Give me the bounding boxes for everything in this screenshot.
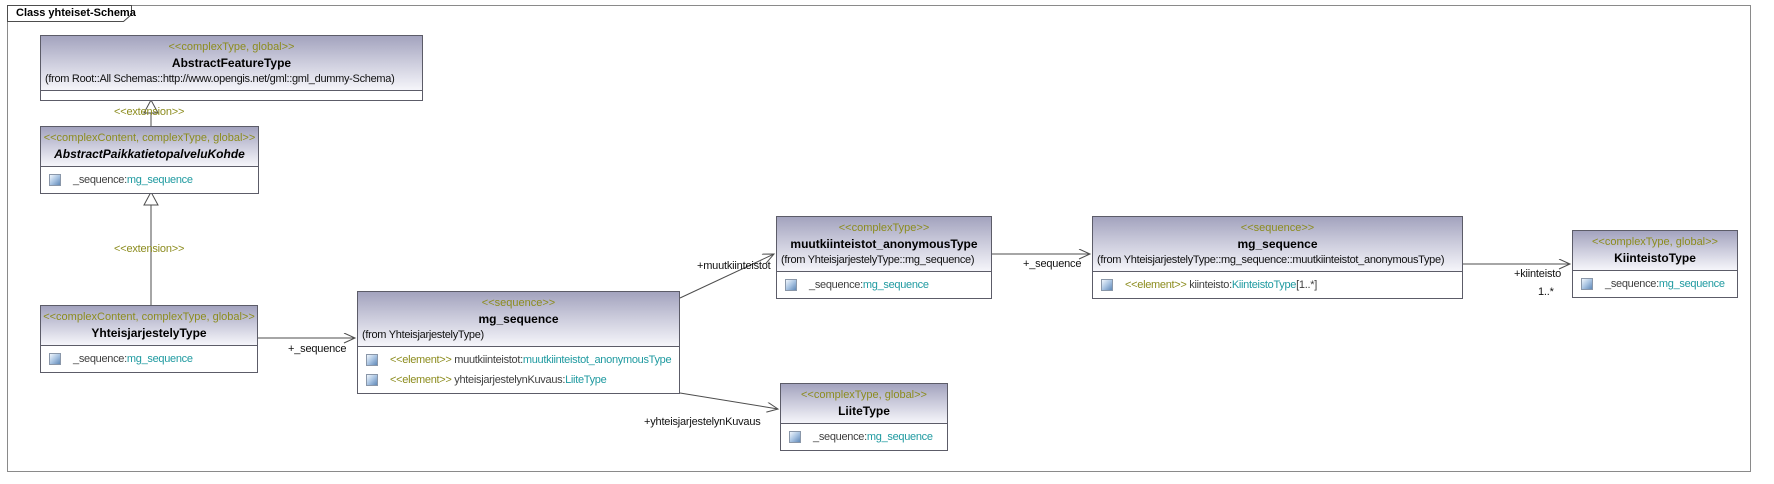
attribute-text: _sequence:mg_sequence (73, 353, 193, 365)
xsd-attribute-icon (1581, 278, 1593, 290)
attribute-row: _sequence:mg_sequence (777, 275, 991, 295)
edge-label-sequence-2: +_sequence (1023, 258, 1082, 270)
class-name: muutkiinteistot_anonymousType (790, 237, 978, 251)
attribute-row: _sequence:mg_sequence (781, 427, 947, 447)
xsd-attribute-icon (49, 353, 61, 365)
generalization-arrowhead-icon (143, 98, 159, 114)
edge-extension-1[interactable] (143, 98, 159, 126)
stereotype-label: <<sequence>> (481, 297, 556, 309)
attributes-compartment: _sequence:mg_sequence (781, 423, 947, 450)
class-name: LiiteType (838, 404, 890, 418)
xsd-attribute-icon (789, 431, 801, 443)
diagram-frame (7, 5, 1751, 472)
class-box-kiinteisto-type[interactable]: <<complexType, global>> KiinteistoType _… (1572, 230, 1738, 298)
attribute-text: _sequence:mg_sequence (1605, 278, 1725, 290)
from-label: (from Root::All Schemas::http://www.open… (45, 73, 395, 85)
edge-label-yhteisjarjestelynkuvaus: +yhteisjarjestelynKuvaus (644, 416, 761, 428)
class-name: mg_sequence (478, 312, 559, 326)
stereotype-label: <<complexType, global>> (801, 389, 927, 401)
attributes-compartment: _sequence:mg_sequence (41, 345, 257, 372)
edge-label-sequence-1: +_sequence (288, 343, 347, 355)
from-label: (from YhteisjarjestelyType) (362, 329, 484, 341)
xsd-attribute-icon (49, 174, 61, 186)
edge-label-extension-1: <<extension>> (114, 106, 185, 118)
class-name: mg_sequence (1237, 237, 1318, 251)
class-name: KiinteistoType (1614, 251, 1696, 265)
attribute-row: _sequence:mg_sequence (1573, 274, 1737, 294)
xsd-attribute-icon (785, 279, 797, 291)
attributes-compartment: _sequence:mg_sequence (41, 166, 258, 193)
attribute-row: _sequence:mg_sequence (41, 349, 257, 369)
diagram-title-tab (7, 5, 132, 22)
attribute-text: _sequence:mg_sequence (73, 174, 193, 186)
generalization-arrowhead-icon (143, 190, 159, 206)
xsd-attribute-icon (1101, 279, 1113, 291)
edge-label-kiinteisto: +kiinteisto (1514, 268, 1562, 280)
xsd-attribute-icon (366, 374, 378, 386)
edge-yhteisjarjestelynkuvaus[interactable] (679, 392, 778, 409)
stereotype-label: <<complexContent, complexType, global>> (43, 311, 255, 323)
attribute-row: _sequence:mg_sequence (41, 170, 258, 190)
class-box-muutkiinteistot-anonymous-type[interactable]: <<complexType>> muutkiinteistot_anonymou… (776, 216, 992, 299)
attribute-row: <<element>> yhteisjarjestelynKuvaus:Liit… (358, 370, 679, 390)
stereotype-label: <<complexType, global>> (1592, 236, 1718, 248)
from-label: (from YhteisjarjestelyType::mg_sequence:… (1097, 254, 1445, 266)
class-name: AbstractPaikkatietopalveluKohde (54, 147, 245, 161)
attributes-compartment: _sequence:mg_sequence (1573, 270, 1737, 297)
attribute-row: <<element>> kiinteisto:KiinteistoType[1.… (1093, 275, 1462, 295)
xsd-attribute-icon (366, 354, 378, 366)
edge-label-muutkiinteistot: +muutkiinteistot (697, 260, 771, 272)
attributes-compartment: _sequence:mg_sequence (777, 271, 991, 298)
attribute-text: <<element>> yhteisjarjestelynKuvaus:Liit… (390, 374, 607, 386)
edge-muutkiinteistot[interactable] (679, 254, 774, 299)
class-name: AbstractFeatureType (171, 56, 292, 70)
stereotype-label: <<sequence>> (1240, 222, 1315, 234)
attribute-text: <<element>> kiinteisto:KiinteistoType[1.… (1125, 279, 1317, 291)
class-name: YhteisjarjestelyType (91, 326, 207, 340)
edge-label-extension-2: <<extension>> (114, 243, 185, 255)
attributes-compartment: <<element>> muutkiinteistot:muutkiinteis… (358, 346, 679, 393)
class-box-abstract-feature-type[interactable]: <<complexType, global>> AbstractFeatureT… (40, 35, 423, 101)
class-box-yhteisjarjestely-type[interactable]: <<complexContent, complexType, global>> … (40, 305, 258, 373)
from-label: (from YhteisjarjestelyType::mg_sequence) (781, 254, 975, 266)
class-box-mg-sequence-2[interactable]: <<sequence>> mg_sequence (from Yhteisjar… (1092, 216, 1463, 299)
attribute-text: _sequence:mg_sequence (813, 431, 933, 443)
stereotype-label: <<complexContent, complexType, global>> (43, 132, 256, 144)
attribute-text: <<element>> muutkiinteistot:muutkiinteis… (390, 354, 672, 366)
edge-label-kiinteisto-multiplicity: 1..* (1538, 286, 1554, 298)
class-box-mg-sequence-1[interactable]: <<sequence>> mg_sequence (from Yhteisjar… (357, 291, 680, 394)
stereotype-label: <<complexType, global>> (168, 41, 295, 53)
attributes-compartment: <<element>> kiinteisto:KiinteistoType[1.… (1093, 271, 1462, 298)
diagram-title: Class yhteiset-Schema (16, 7, 136, 19)
edge-extension-2[interactable] (143, 190, 159, 305)
stereotype-label: <<complexType>> (838, 222, 930, 234)
attribute-text: _sequence:mg_sequence (809, 279, 929, 291)
class-box-abstract-paikkatietopalvelu-kohde[interactable]: <<complexContent, complexType, global>> … (40, 126, 259, 194)
attributes-compartment (41, 90, 422, 100)
class-box-liite-type[interactable]: <<complexType, global>> LiiteType _seque… (780, 383, 948, 451)
attribute-row: <<element>> muutkiinteistot:muutkiinteis… (358, 350, 679, 370)
